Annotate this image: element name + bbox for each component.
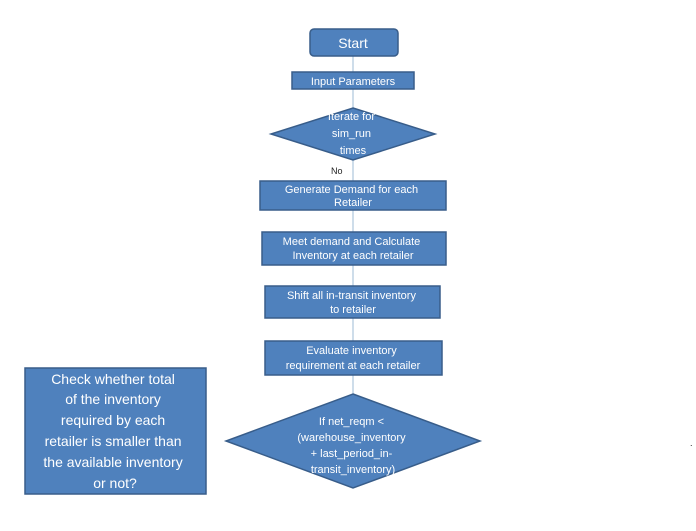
check-total-note-line: retailer is smaller than (45, 433, 182, 449)
svg-text:Check whether total of t: Check whether total of the inventory req… (43, 371, 186, 491)
net-reqm-decision-line: + last_period_in- (311, 448, 393, 460)
evaluate-requirement-line: requirement at each retailer (286, 360, 421, 372)
iterate-decision-line: sim_run (332, 128, 371, 140)
svg-text:Generate Demand for each: Generate Demand for each Retailer (285, 184, 421, 209)
generate-demand-node: Generate Demand for each Retailer (259, 180, 447, 211)
net-reqm-decision-node: If net_reqm < (warehouse_inventory + las… (223, 393, 483, 489)
iterate-decision-line: Iterate for (328, 111, 375, 123)
check-total-note-line: the available inventory (43, 454, 182, 470)
iterate-decision-node: Iterate for sim_run times (268, 107, 438, 161)
start-node-line: Start (338, 35, 368, 51)
svg-text:Start: Start (338, 35, 368, 51)
check-total-note: Check whether total of the inventory req… (24, 367, 207, 495)
generate-demand-line: Retailer (334, 197, 372, 209)
meet-demand-line: Meet demand and Calculate (283, 236, 421, 248)
shift-inventory-line: Shift all in-transit inventory (287, 290, 416, 302)
shift-inventory-line: to retailer (330, 304, 376, 316)
net-reqm-decision-line: If net_reqm < (319, 416, 384, 428)
meet-demand-node: Meet demand and Calculate Inventory at e… (261, 231, 447, 266)
svg-text:If net_reqm < (warehouse: If net_reqm < (warehouse_inventory + las… (297, 416, 408, 476)
input-parameters-node-line: Input Parameters (311, 76, 396, 88)
net-reqm-decision-line: (warehouse_inventory (297, 432, 406, 444)
start-node: Start (309, 28, 399, 57)
edge-label-no: No (331, 166, 343, 176)
generate-demand-line: Generate Demand for each (285, 184, 418, 196)
meet-demand-line: Inventory at each retailer (292, 250, 413, 262)
svg-text:Evaluate inventory requi: Evaluate inventory requirement at each r… (286, 345, 421, 372)
check-total-note-line: or not? (93, 475, 137, 491)
svg-text:Meet demand and Calculate: Meet demand and Calculate Inventory at e… (283, 236, 424, 262)
svg-text:Shift all in-transit inventory: Shift all in-transit inventory to retail… (287, 290, 419, 316)
iterate-decision-line: times (340, 145, 367, 157)
evaluate-requirement-node: Evaluate inventory requirement at each r… (264, 340, 443, 376)
net-reqm-decision-line: transit_inventory) (311, 464, 395, 476)
evaluate-requirement-line: Evaluate inventory (306, 345, 397, 357)
svg-text:Iterate for sim_run: Iterate for sim_run times (328, 111, 378, 157)
svg-text:Input Parameters: Input Parameters (311, 76, 396, 88)
input-parameters-node: Input Parameters (291, 71, 415, 90)
shift-inventory-node: Shift all in-transit inventory to retail… (264, 285, 441, 319)
check-total-note-line: required by each (61, 412, 165, 428)
check-total-note-line: Check whether total (51, 371, 175, 387)
stray-dot-mark: . (690, 438, 693, 448)
check-total-note-line: of the inventory (65, 391, 161, 407)
